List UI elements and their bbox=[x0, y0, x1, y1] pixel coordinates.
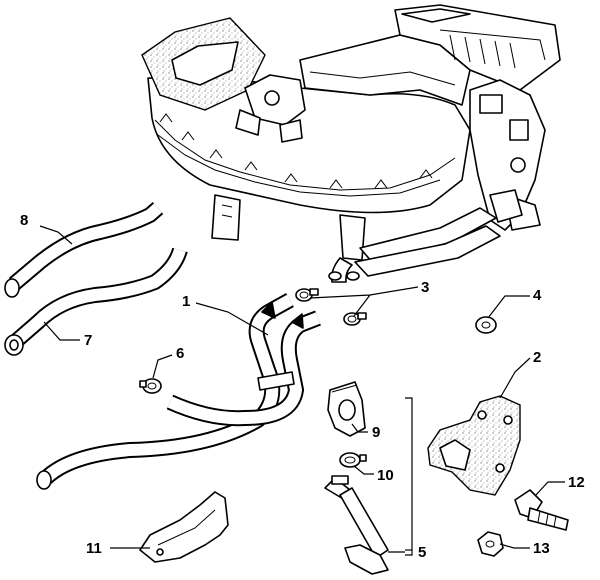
callout-12: 12 bbox=[568, 474, 585, 491]
leader-1 bbox=[195, 302, 269, 336]
callout-10: 10 bbox=[377, 467, 394, 484]
nut-13 bbox=[477, 531, 504, 557]
leader-12 bbox=[534, 481, 565, 497]
hose-7 bbox=[4, 247, 188, 356]
leader-3 bbox=[309, 286, 419, 317]
callout-4: 4 bbox=[533, 287, 542, 304]
clamp-6 bbox=[139, 378, 162, 394]
leader-13 bbox=[499, 543, 530, 549]
callout-13: 13 bbox=[533, 540, 550, 557]
callout-1: 1 bbox=[182, 293, 190, 310]
hvac-housing bbox=[141, 4, 561, 283]
bracket-11 bbox=[139, 491, 229, 563]
callout-8: 8 bbox=[20, 212, 28, 229]
grommet-4 bbox=[475, 316, 497, 334]
callout-11: 11 bbox=[86, 540, 102, 557]
bolt-12 bbox=[514, 489, 569, 531]
leader-5-bracket bbox=[405, 397, 413, 556]
callout-9: 9 bbox=[372, 424, 380, 441]
callout-6: 6 bbox=[176, 345, 184, 362]
callout-2: 2 bbox=[533, 349, 541, 366]
leader-9 bbox=[351, 423, 368, 433]
leader-10 bbox=[353, 465, 374, 475]
leader-6 bbox=[152, 354, 173, 379]
leader-8 bbox=[39, 225, 73, 245]
callouts: 8 7 1 3 4 6 2 9 10 5 12 13 11 bbox=[20, 212, 585, 561]
leader-lines bbox=[39, 225, 565, 556]
callout-3: 3 bbox=[421, 279, 429, 296]
bracket-9 bbox=[327, 381, 366, 437]
callout-7: 7 bbox=[84, 332, 92, 349]
leader-2 bbox=[499, 357, 531, 399]
hose-clamps-3 bbox=[295, 288, 367, 326]
clip-10 bbox=[339, 452, 367, 468]
hose-assembly-1 bbox=[36, 293, 321, 490]
hose-8 bbox=[4, 201, 164, 298]
callout-5: 5 bbox=[418, 544, 426, 561]
support-rod-5 bbox=[324, 475, 389, 575]
panel-2 bbox=[427, 395, 521, 496]
leader-7 bbox=[43, 321, 80, 341]
leader-4 bbox=[487, 295, 530, 319]
